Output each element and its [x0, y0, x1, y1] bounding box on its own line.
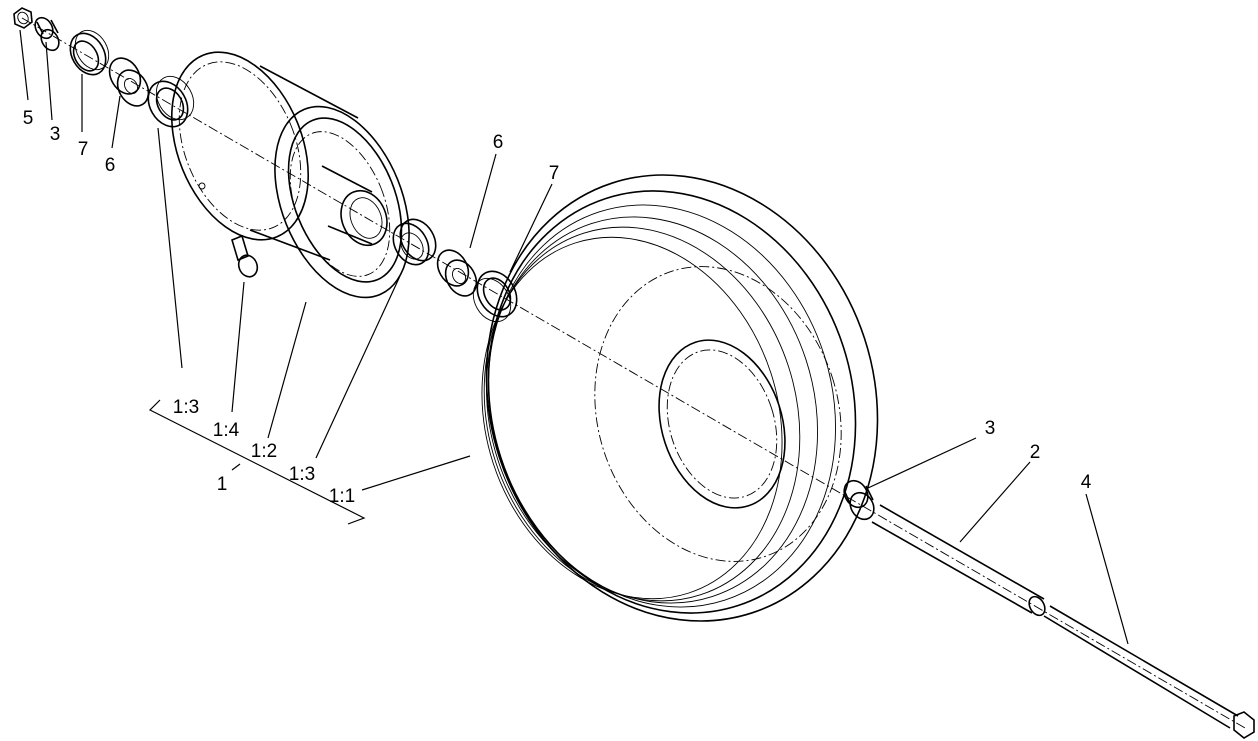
leader-lines	[19, 29, 1129, 645]
seal-part-left	[69, 29, 110, 76]
callout-6-bearing-left: 6	[105, 155, 116, 176]
callout-6-bearing-right: 6	[493, 132, 504, 153]
tire-part	[481, 174, 879, 622]
callout-7-seal-left: 7	[78, 139, 89, 160]
spacer-part-left	[34, 16, 60, 52]
callout-1-2-rim: 1:2	[251, 441, 277, 462]
spacer-part-right	[843, 479, 875, 521]
bolt-part	[1043, 605, 1255, 739]
axle-tube-part	[871, 504, 1046, 617]
callout-1-1-tire: 1:1	[329, 486, 355, 507]
center-axis-line	[21, 17, 1246, 729]
callout-7-seal-right: 7	[549, 163, 560, 184]
callout-4-bolt: 4	[1081, 472, 1092, 493]
bearing-cup-part-left	[147, 75, 195, 128]
callout-2-axle-tube: 2	[1030, 442, 1041, 463]
bearing-cup-part-right	[392, 218, 437, 266]
rim-hub-part	[170, 51, 410, 299]
valve-stem-part	[231, 234, 259, 278]
bearing-part-left	[108, 57, 150, 107]
callout-1-3-bearing-cup-left: 1:3	[173, 397, 199, 418]
hex-nut-part	[13, 7, 33, 29]
callout-3-spacer-right: 3	[985, 418, 996, 439]
callout-1-assembly: 1	[217, 474, 228, 495]
callout-5-nut: 5	[23, 108, 34, 129]
bearing-part-right	[436, 249, 478, 297]
callout-1-3-bearing-cup-right: 1:3	[289, 464, 315, 485]
callout-3-spacer-left: 3	[50, 124, 61, 145]
callout-1-4-valve-stem: 1:4	[213, 420, 240, 441]
